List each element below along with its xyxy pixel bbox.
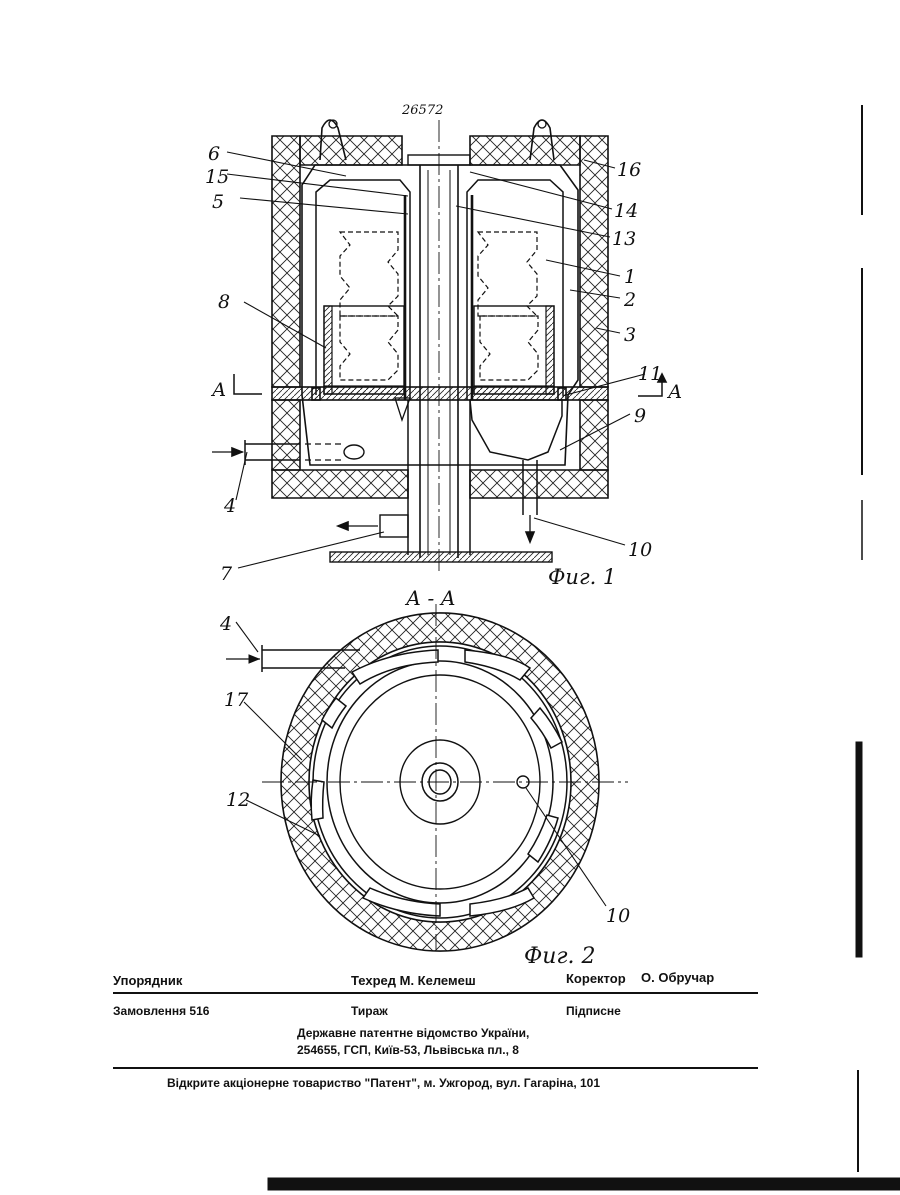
figure-2	[226, 604, 628, 951]
fig2-label-4: 4	[219, 613, 232, 635]
label-4: 4	[223, 495, 236, 517]
insulation-top-left	[300, 136, 402, 165]
label-2: 2	[623, 289, 636, 311]
label-1: 1	[624, 266, 636, 288]
section-title: А - А	[404, 586, 456, 610]
insulation-top-right	[470, 136, 580, 165]
insulation-bottom-right	[470, 470, 608, 498]
footer-rule-bottom	[113, 1067, 758, 1069]
label-7: 7	[220, 563, 233, 585]
label-5: 5	[212, 191, 224, 213]
label-3: 3	[624, 324, 636, 346]
label-10: 10	[628, 539, 652, 561]
techred: Техред М. Келемеш	[351, 973, 476, 988]
figure-1-caption: Фиг. 1	[548, 565, 616, 589]
label-6: 6	[208, 143, 220, 165]
label-8: 8	[218, 291, 230, 313]
patent-office: Державне патентне відомство України,	[297, 1026, 529, 1040]
footer-rule-top	[113, 992, 758, 994]
office-address: 254655, ГСП, Київ-53, Львівська пл., 8	[297, 1043, 519, 1057]
printer-info: Відкрите акціонерне товариство "Патент",…	[167, 1076, 600, 1090]
fig2-label-10: 10	[606, 905, 630, 927]
figure-2-caption: Фиг. 2	[524, 944, 596, 969]
label-11: 11	[638, 363, 662, 385]
label-13: 13	[612, 228, 636, 250]
circulation: Тираж	[351, 1004, 388, 1018]
figure-1	[212, 120, 666, 575]
insulation-right-lower	[580, 400, 608, 470]
corrector-name: О. Обручар	[641, 970, 714, 985]
fig2-label-17: 17	[224, 689, 249, 711]
vessel-outer	[302, 165, 578, 465]
section-mark-left: А	[210, 379, 226, 401]
insulation-left-upper	[272, 136, 300, 387]
fig2-label-12: 12	[226, 789, 250, 811]
label-16: 16	[617, 159, 641, 181]
insulation-bottom-left	[272, 470, 408, 498]
label-14: 14	[614, 200, 638, 222]
section-mark-right: А	[666, 381, 682, 403]
corrector-label: Коректор	[566, 971, 626, 986]
label-15: 15	[205, 166, 229, 188]
subscription: Підписне	[566, 1004, 621, 1018]
compiler-label: Упорядник	[113, 973, 182, 988]
order-number: Замовлення 516	[113, 1004, 209, 1018]
insulation-right-upper	[580, 136, 608, 387]
patent-number: 26572	[401, 103, 443, 118]
label-9: 9	[634, 405, 646, 427]
